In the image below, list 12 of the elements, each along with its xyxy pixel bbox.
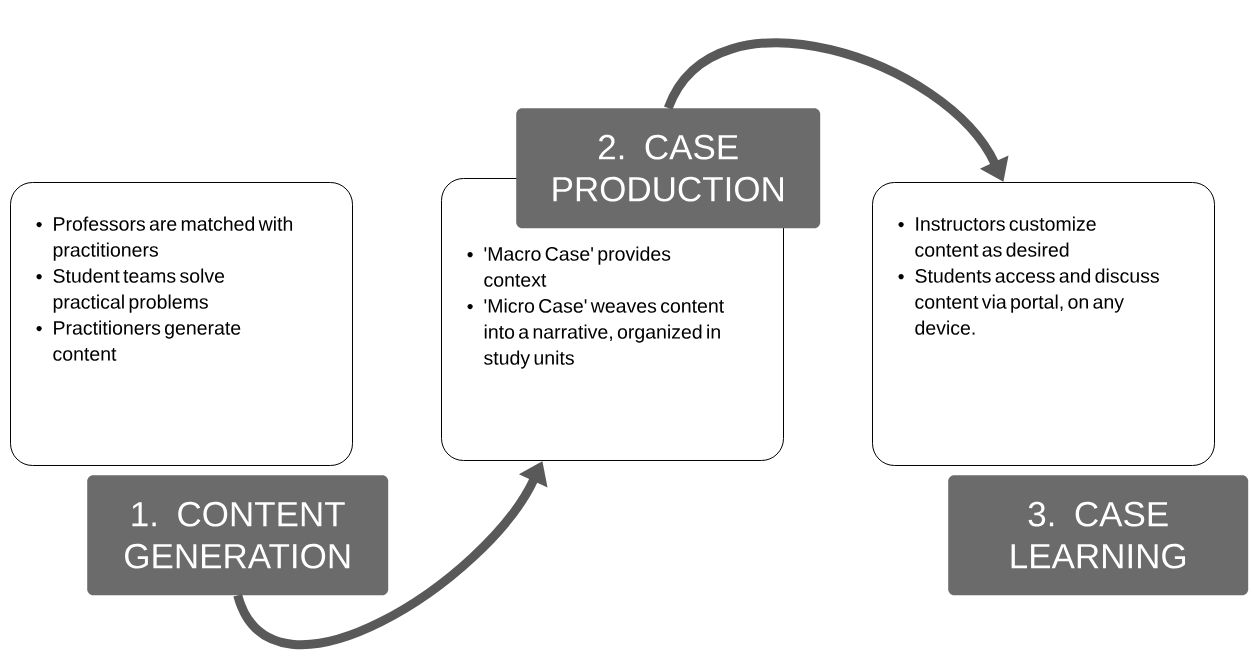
- content-box: [10, 182, 353, 466]
- bullet-text: 'Micro Case' weaves content into a narrative, organized in study units: [484, 298, 724, 369]
- bullet-text: Professors are matched with practitioners: [53, 216, 293, 261]
- bullet-text: Instructors customize content as desired: [915, 216, 1096, 257]
- stage-label: 1. CONTENT GENERATION: [87, 475, 389, 596]
- bullet-text: Practitioners generate content: [53, 320, 241, 361]
- stage-label: 2. CASE PRODUCTION: [516, 108, 821, 229]
- content-box: [872, 182, 1215, 466]
- bullet-text: Student teams solve practical problems: [53, 268, 225, 313]
- bullet-text: 'Macro Case' provides context: [484, 246, 671, 287]
- bullet-text: Students access and discuss content via portal, on any device.: [915, 268, 1159, 335]
- stage-label: 3. CASE LEARNING: [948, 475, 1249, 596]
